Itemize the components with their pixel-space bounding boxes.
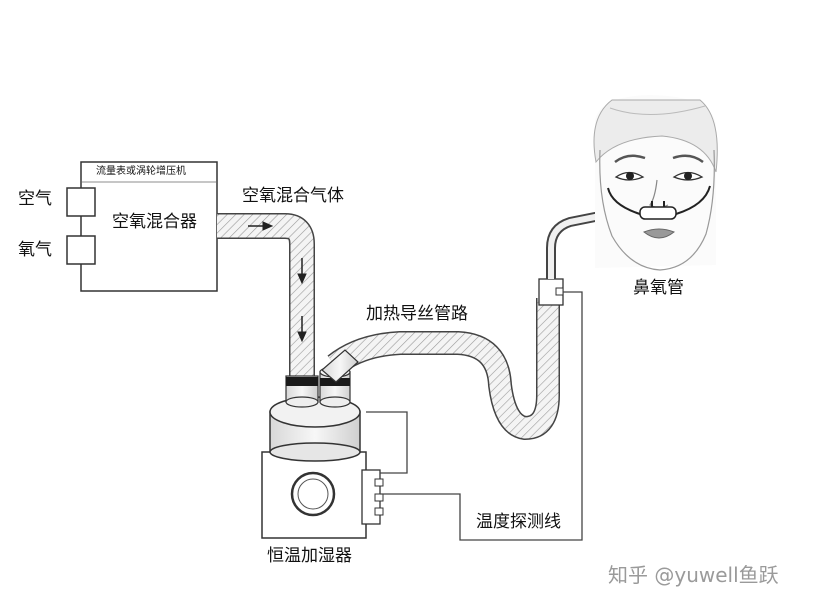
patient-face [593,95,718,271]
air-label: 空气 [18,189,52,209]
air-oxygen-blender [66,161,218,292]
blender-label: 空氧混合器 [112,212,197,232]
nasal-prongs [639,206,677,220]
nasal-cannula-label: 鼻氧管 [633,278,684,298]
temperature-probe-wires [366,291,583,541]
temp-probe-label: 温度探测线 [476,512,561,532]
mixed-gas-tube [217,213,315,380]
air-inlet-port [66,187,96,217]
mixed-gas-label: 空氧混合气体 [242,186,344,206]
watermark: 知乎 @yuwell鱼跃 [608,563,779,587]
flow-arrow-icon [248,221,307,343]
oxygen-label: 氧气 [18,240,52,260]
heated-circuit-label: 加热导丝管路 [366,304,468,324]
humidifier-unit [261,366,384,539]
flowmeter-label: 流量表或涡轮增压机 [96,166,186,177]
humidifier-label: 恒温加湿器 [267,546,352,566]
oxygen-inlet-port [66,235,96,265]
